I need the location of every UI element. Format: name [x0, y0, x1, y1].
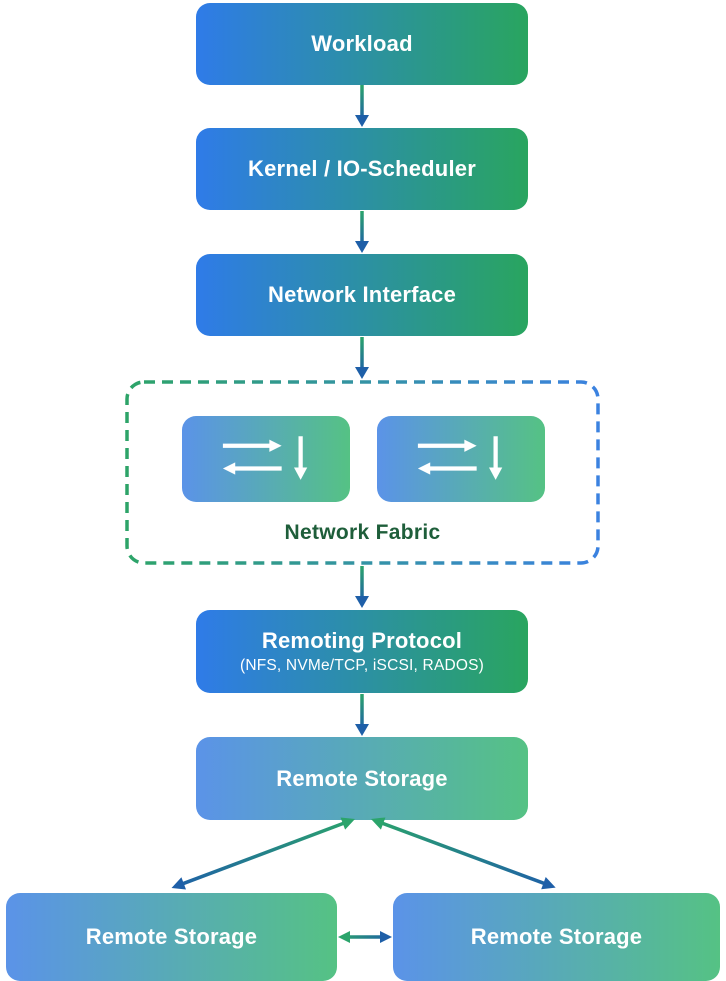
fabric-switch-left [182, 416, 350, 502]
remote-storage-primary-node: Remote Storage [196, 737, 528, 820]
workload-node: Workload [196, 3, 528, 85]
data-transfer-arrows-icon [222, 436, 307, 480]
kernel-io-scheduler-node: Kernel / IO-Scheduler [196, 128, 528, 210]
network-fabric-label: Network Fabric [284, 521, 441, 544]
fabric-switch-right [377, 416, 545, 502]
arrow-workload-to-kernel [355, 85, 369, 127]
arrow-storage-to-left-storage [171, 817, 355, 890]
workload-label: Workload [311, 31, 413, 57]
remote-storage-right-label: Remote Storage [470, 924, 643, 950]
remoting-protocol-sublabel: (NFS, NVMe/TCP, iSCSI, RADOS) [239, 657, 485, 675]
remote-storage-left-node: Remote Storage [6, 893, 337, 981]
data-transfer-arrows-icon [417, 436, 502, 480]
remoting-protocol-label: Remoting Protocol [261, 627, 463, 653]
remote-storage-primary-label: Remote Storage [276, 765, 448, 791]
remote-storage-right-node: Remote Storage [393, 893, 720, 981]
arrow-storage-to-right-storage [371, 817, 556, 890]
network-interface-node: Network Interface [196, 254, 528, 336]
arrow-kernel-to-network-interface [355, 211, 369, 253]
arrow-fabric-to-remoting-protocol [355, 566, 369, 608]
remoting-protocol-node: Remoting Protocol (NFS, NVMe/TCP, iSCSI,… [196, 610, 528, 693]
arrow-network-interface-to-fabric [355, 337, 369, 379]
arrow-left-storage-to-right-storage [338, 931, 392, 943]
kernel-io-scheduler-label: Kernel / IO-Scheduler [248, 156, 476, 182]
remote-storage-left-label: Remote Storage [85, 924, 258, 950]
arrow-remoting-protocol-to-remote-storage [355, 694, 369, 736]
network-interface-label: Network Interface [267, 282, 456, 308]
